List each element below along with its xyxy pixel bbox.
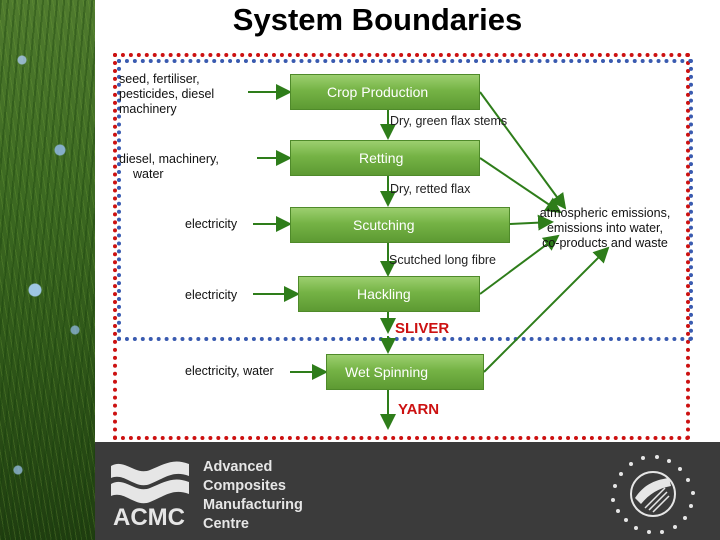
- emissions-label: atmospheric emissions, emissions into wa…: [539, 206, 671, 250]
- input-label-scutching: electricity: [185, 217, 238, 231]
- outer-system-boundary: [113, 53, 690, 440]
- output-label-sliver: SLIVER: [395, 320, 450, 337]
- process-label: Crop Production: [327, 84, 429, 100]
- input-label-hackling: electricity: [185, 288, 238, 302]
- flow-label-scutched-fibre: Scutched long fibre: [389, 253, 497, 267]
- flax-field-photo: [0, 0, 95, 540]
- process-crop-production: Crop Production: [290, 74, 480, 110]
- university-of-plymouth-seal-icon: [611, 455, 695, 534]
- footer-banner: ACMC Advanced Composites Manufacturing C…: [95, 442, 720, 540]
- inner-system-boundary: [117, 59, 693, 341]
- input-label-crop: seed, fertiliser, pesticides, diesel mac…: [119, 72, 215, 116]
- process-label: Wet Spinning: [345, 364, 429, 380]
- process-hackling: Hackling: [298, 276, 480, 312]
- flow-label-green-stems: Dry, green flax stems: [390, 114, 508, 128]
- input-label-retting: diesel, machinery, water: [119, 152, 219, 181]
- process-scutching: Scutching: [290, 207, 510, 243]
- process-retting: Retting: [290, 140, 480, 176]
- process-label: Scutching: [353, 217, 415, 233]
- process-label: Retting: [359, 150, 404, 166]
- acmc-wave-logo-icon: [111, 461, 189, 504]
- acmc-wordmark: ACMC: [113, 504, 185, 531]
- process-label: Hackling: [357, 286, 411, 302]
- flow-label-retted-flax: Dry, retted flax: [390, 182, 471, 196]
- output-label-yarn: YARN: [398, 401, 440, 418]
- input-label-spinning: electricity, water: [185, 364, 274, 378]
- process-wet-spinning: Wet Spinning: [326, 354, 484, 390]
- acmc-full-name: Advanced Composites Manufacturing Centre: [203, 459, 303, 532]
- slide-title: System Boundaries: [232, 2, 523, 37]
